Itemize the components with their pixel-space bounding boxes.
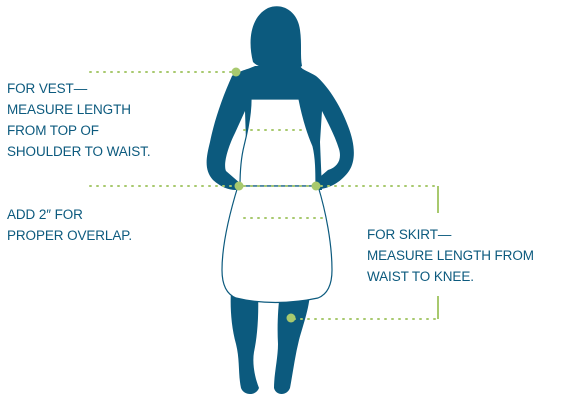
overlap-note-line: ADD 2″ FOR	[7, 204, 132, 225]
skirt-note-line: WAIST TO KNEE.	[367, 266, 534, 287]
skirt-measurement-note: FOR SKIRT— MEASURE LENGTH FROM WAIST TO …	[367, 224, 534, 287]
vest-note-line: FROM TOP OF	[7, 120, 150, 141]
knee-dot	[287, 314, 296, 323]
left-leg	[231, 290, 259, 394]
vest-measurement-note: FOR VEST— MEASURE LENGTH FROM TOP OF SHO…	[7, 78, 150, 162]
skirt-note-line: MEASURE LENGTH FROM	[367, 245, 534, 266]
apron-skirt	[222, 186, 332, 303]
vest-note-line: FOR VEST—	[7, 78, 150, 99]
skirt-note-line: FOR SKIRT—	[367, 224, 534, 245]
vest-note-line: SHOULDER TO WAIST.	[7, 141, 150, 162]
waist-right-dot	[312, 182, 321, 191]
overlap-note-line: PROPER OVERLAP.	[7, 225, 132, 246]
overlap-note: ADD 2″ FOR PROPER OVERLAP.	[7, 204, 132, 246]
shoulder-dot	[232, 68, 241, 77]
waist-left-dot	[235, 182, 244, 191]
right-leg	[274, 290, 310, 394]
vest-note-line: MEASURE LENGTH	[7, 99, 150, 120]
